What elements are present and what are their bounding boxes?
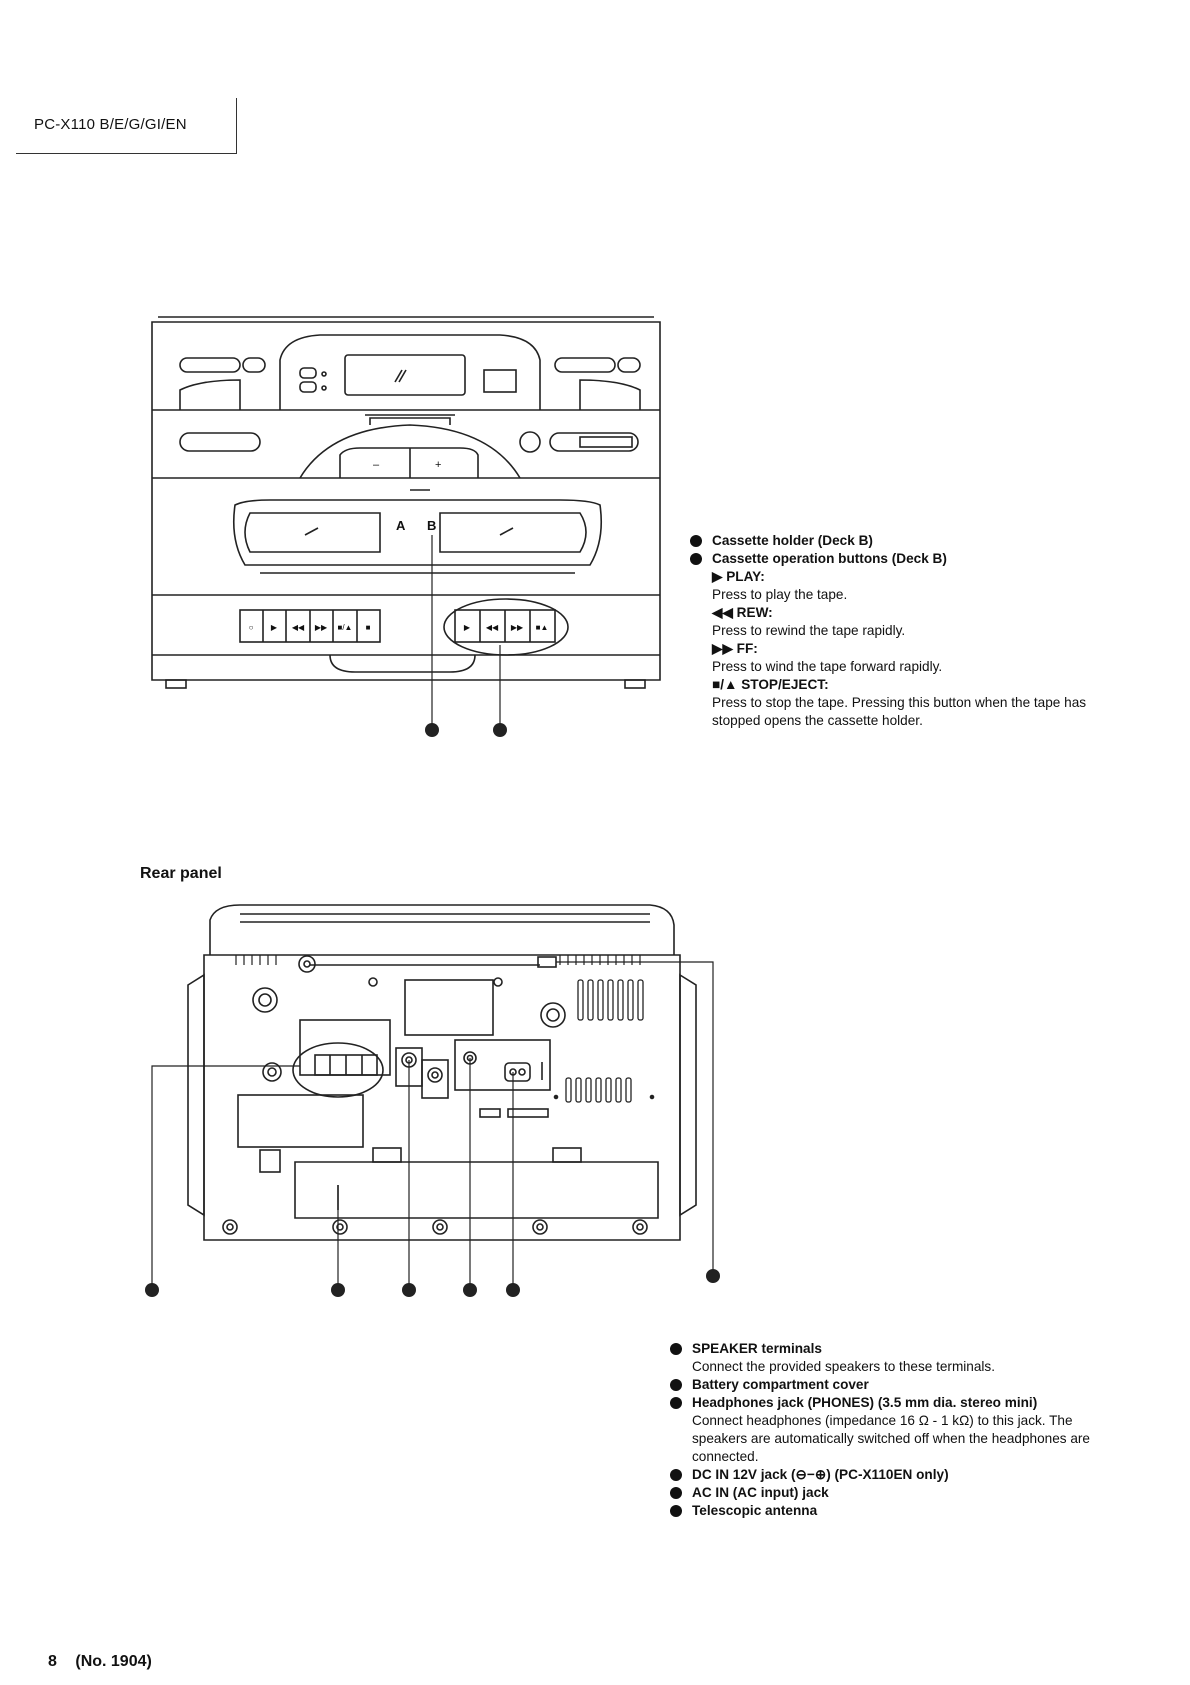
bullet-icon	[690, 553, 702, 565]
rear-legend-item-battery: Battery compartment cover	[670, 1376, 1100, 1394]
rear-callout-speaker	[145, 1283, 159, 1297]
rear-legend-item-speaker: SPEAKER terminals Connect the provided s…	[670, 1340, 1100, 1376]
deck-a-button-1: ○	[249, 623, 254, 632]
deck-b-button-2: ◀◀	[486, 623, 499, 632]
stop-eject-label: ■/▲ STOP/EJECT:	[712, 677, 829, 692]
rear-legend-item-phones: Headphones jack (PHONES) (3.5 mm dia. st…	[670, 1394, 1100, 1466]
bullet-icon	[670, 1343, 682, 1355]
front-legend: Cassette holder (Deck B) Cassette operat…	[690, 532, 1110, 730]
rear-callout-antenna	[706, 1269, 720, 1283]
play-label: ▶ PLAY:	[712, 569, 765, 584]
deck-a-button-3: ◀◀	[292, 623, 305, 632]
ff-desc: Press to wind the tape forward rapidly.	[712, 659, 943, 674]
deck-a-button-6: ■	[366, 623, 371, 632]
rear-legend-item-ac-in: AC IN (AC input) jack	[670, 1484, 1100, 1502]
rew-desc: Press to rewind the tape rapidly.	[712, 623, 906, 638]
eq-minus: –	[373, 459, 380, 471]
model-code: PC-X110 B/E/G/GI/EN	[34, 116, 187, 133]
deck-label-b: B	[427, 518, 436, 533]
rear-panel-heading: Rear panel	[140, 865, 222, 882]
page-footer: 8 (No. 1904)	[48, 1653, 166, 1671]
deck-b-button-3: ▶▶	[511, 623, 524, 632]
deck-a-button-5: ■/▲	[338, 623, 353, 632]
deck-b-button-1: ▶	[464, 623, 471, 632]
bullet-icon	[670, 1469, 682, 1481]
phones-desc: Connect headphones (impedance 16 Ω - 1 k…	[692, 1413, 1090, 1464]
rear-callout-phones	[402, 1283, 416, 1297]
deck-label-a: A	[396, 518, 406, 533]
rear-callout-battery	[331, 1283, 345, 1297]
bullet-icon	[670, 1505, 682, 1517]
deck-a-button-4: ▶▶	[315, 623, 328, 632]
front-diagram-labels: A B – + ○ ▶ ◀◀ ▶▶ ■/▲ ■ ▶ ◀◀ ▶▶ ■▲	[249, 459, 549, 632]
stop-eject-desc: Press to stop the tape. Pressing this bu…	[712, 695, 1087, 728]
front-callout-1	[425, 723, 439, 737]
ff-label: ▶▶ FF:	[712, 641, 758, 656]
front-panel-diagram	[151, 316, 661, 737]
header-box	[16, 98, 237, 154]
document-number: (No. 1904)	[75, 1653, 152, 1670]
bullet-icon	[690, 535, 702, 547]
front-callout-2	[493, 723, 507, 737]
eq-plus: +	[435, 459, 441, 471]
rear-legend-item-dc-in: DC IN 12V jack (⊖−⊕) (PC-X110EN only)	[670, 1466, 1100, 1484]
rear-panel-diagram	[145, 904, 720, 1297]
speaker-desc: Connect the provided speakers to these t…	[692, 1359, 996, 1374]
bullet-icon	[670, 1397, 682, 1409]
play-desc: Press to play the tape.	[712, 587, 848, 602]
front-legend-item-1: Cassette holder (Deck B)	[690, 532, 1110, 550]
bullet-icon	[670, 1487, 682, 1499]
deck-a-button-2: ▶	[271, 623, 278, 632]
page-number: 8	[48, 1653, 57, 1670]
rew-label: ◀◀ REW:	[712, 605, 773, 620]
rear-legend: SPEAKER terminals Connect the provided s…	[670, 1340, 1100, 1520]
rear-legend-item-antenna: Telescopic antenna	[670, 1502, 1100, 1520]
front-legend-item-2: Cassette operation buttons (Deck B)	[690, 550, 1110, 568]
bullet-icon	[670, 1379, 682, 1391]
rear-callout-dc-in	[463, 1283, 477, 1297]
rear-callout-ac-in	[506, 1283, 520, 1297]
deck-b-button-4: ■▲	[536, 623, 549, 632]
